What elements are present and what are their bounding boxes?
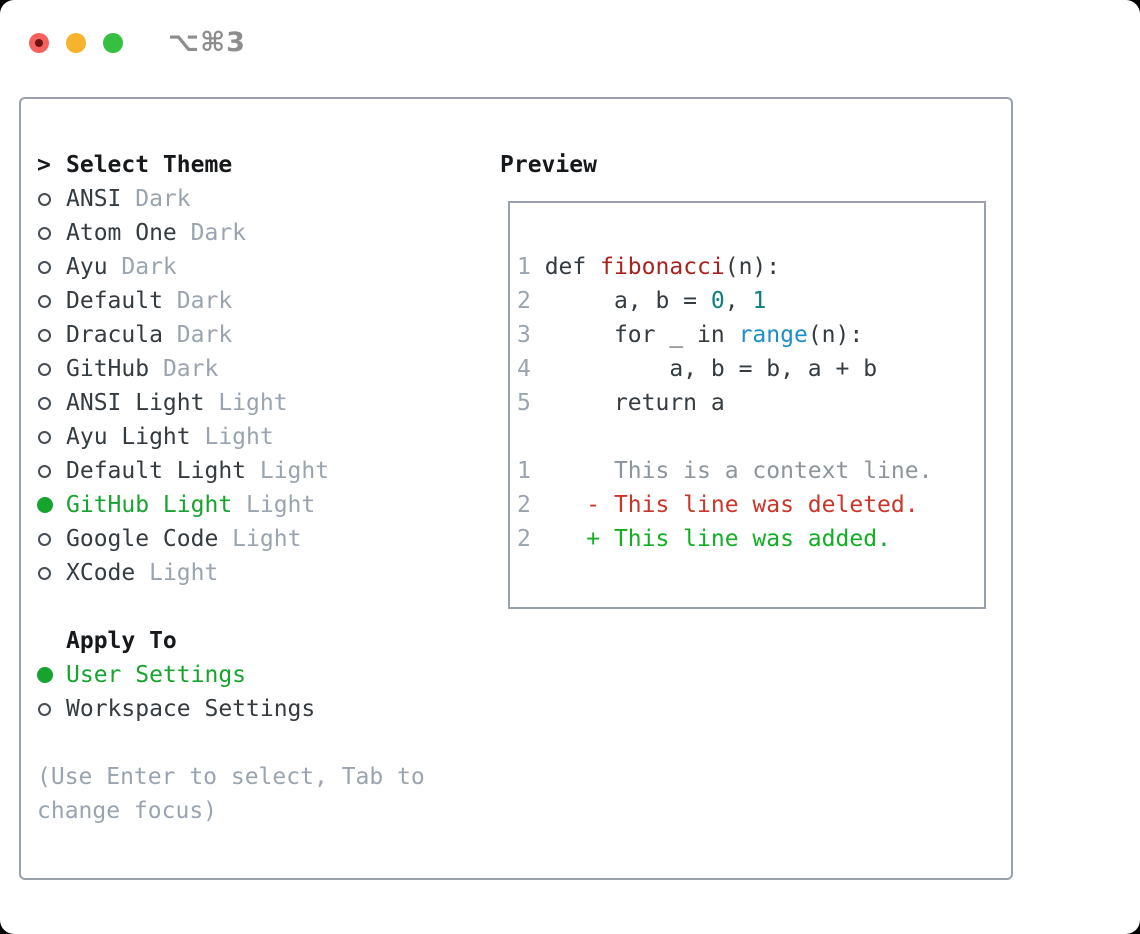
theme-item-label: Default — [66, 288, 163, 314]
apply-to-title: Apply To — [66, 628, 177, 654]
theme-item[interactable]: Default Dark — [37, 284, 329, 318]
preview-line: 5 return a — [517, 390, 725, 416]
theme-item-label: GitHub Light — [66, 492, 233, 518]
prompt-icon: > — [37, 152, 51, 178]
radio-icon — [37, 566, 66, 580]
theme-item-variant: Dark — [149, 356, 219, 382]
preview-line: 2 a, b = 0, 1 — [517, 288, 767, 314]
theme-list-header: > Select Theme — [37, 148, 329, 182]
theme-item[interactable]: Atom One Dark — [37, 216, 329, 250]
theme-list-title: Select Theme — [66, 152, 233, 178]
window-title: ⌥⌘3 — [168, 27, 246, 58]
radio-icon — [37, 328, 66, 342]
radio-icon — [37, 192, 66, 206]
theme-item-variant: Light — [246, 458, 330, 484]
theme-item-label: Ayu Light — [66, 424, 191, 450]
preview-line: 1 This is a context line. — [517, 458, 933, 484]
radio-icon — [37, 532, 66, 546]
apply-to-option-label: Workspace Settings — [66, 696, 316, 722]
preview-title: Preview — [500, 152, 597, 178]
radio-icon — [37, 430, 66, 444]
preview-line: 1 def fibonacci(n): — [517, 254, 781, 280]
radio-icon — [37, 294, 66, 308]
theme-item-variant: Dark — [162, 322, 233, 348]
theme-item[interactable]: GitHub Light Light — [37, 488, 329, 522]
theme-item-label: Dracula — [66, 322, 163, 348]
apply-to-option[interactable]: Workspace Settings — [37, 692, 315, 726]
theme-item[interactable]: Dracula Dark — [37, 318, 329, 352]
preview-pane: 1 def fibonacci(n): 2 a, b = 0, 1 3 for _ … — [508, 201, 986, 609]
apply-to-option-label: User Settings — [66, 662, 247, 688]
theme-item-variant: Light — [190, 424, 274, 450]
theme-item[interactable]: Default Light Light — [37, 454, 329, 488]
preview-line: 3 for _ in range(n): — [517, 322, 864, 348]
theme-item[interactable]: Ayu Dark — [37, 250, 329, 284]
theme-item-label: ANSI Light — [66, 390, 205, 416]
zoom-button[interactable] — [103, 32, 123, 53]
theme-item-variant: Light — [204, 390, 288, 416]
help-text: (Use Enter to select, Tab to change focu… — [37, 764, 425, 824]
theme-item-variant: Dark — [121, 186, 191, 212]
radio-selected-icon — [37, 667, 66, 683]
theme-item[interactable]: ANSI Light Light — [37, 386, 329, 420]
preview-line: 4 a, b = b, a + b — [517, 356, 878, 382]
radio-icon — [37, 260, 66, 274]
theme-item-label: XCode — [66, 560, 136, 586]
close-dot-icon — [35, 38, 43, 47]
radio-icon — [37, 362, 66, 376]
theme-item[interactable]: XCode Light — [37, 556, 329, 590]
theme-item[interactable]: Ayu Light Light — [37, 420, 329, 454]
theme-item-label: Ayu — [66, 254, 108, 280]
apply-to-option[interactable]: User Settings — [37, 658, 315, 692]
theme-item[interactable]: ANSI Dark — [37, 182, 329, 216]
radio-icon — [37, 226, 66, 240]
radio-icon — [37, 702, 66, 716]
theme-item-label: Atom One — [66, 220, 177, 246]
theme-item-variant: Light — [218, 526, 302, 552]
minimize-button[interactable] — [66, 32, 86, 53]
theme-item-variant: Light — [135, 560, 219, 586]
theme-item[interactable]: Google Code Light — [37, 522, 329, 556]
titlebar: ⌥⌘3 — [29, 27, 246, 58]
preview-line: 2 - This line was deleted. — [517, 492, 919, 518]
theme-item-label: ANSI — [66, 186, 122, 212]
theme-item-variant: Dark — [107, 254, 177, 280]
preview-line: 2 + This line was added. — [517, 526, 891, 552]
close-button[interactable] — [29, 32, 49, 53]
radio-icon — [37, 396, 66, 410]
theme-item-label: Google Code — [66, 526, 219, 552]
theme-item-label: GitHub — [66, 356, 150, 382]
apply-to-header: Apply To — [37, 624, 315, 658]
theme-item[interactable]: GitHub Dark — [37, 352, 329, 386]
preview-line — [517, 420, 984, 454]
theme-item-label: Default Light — [66, 458, 247, 484]
theme-item-variant: Dark — [162, 288, 233, 314]
theme-item-variant: Light — [232, 492, 316, 518]
radio-icon — [37, 464, 66, 478]
radio-selected-icon — [37, 497, 66, 513]
theme-item-variant: Dark — [176, 220, 247, 246]
